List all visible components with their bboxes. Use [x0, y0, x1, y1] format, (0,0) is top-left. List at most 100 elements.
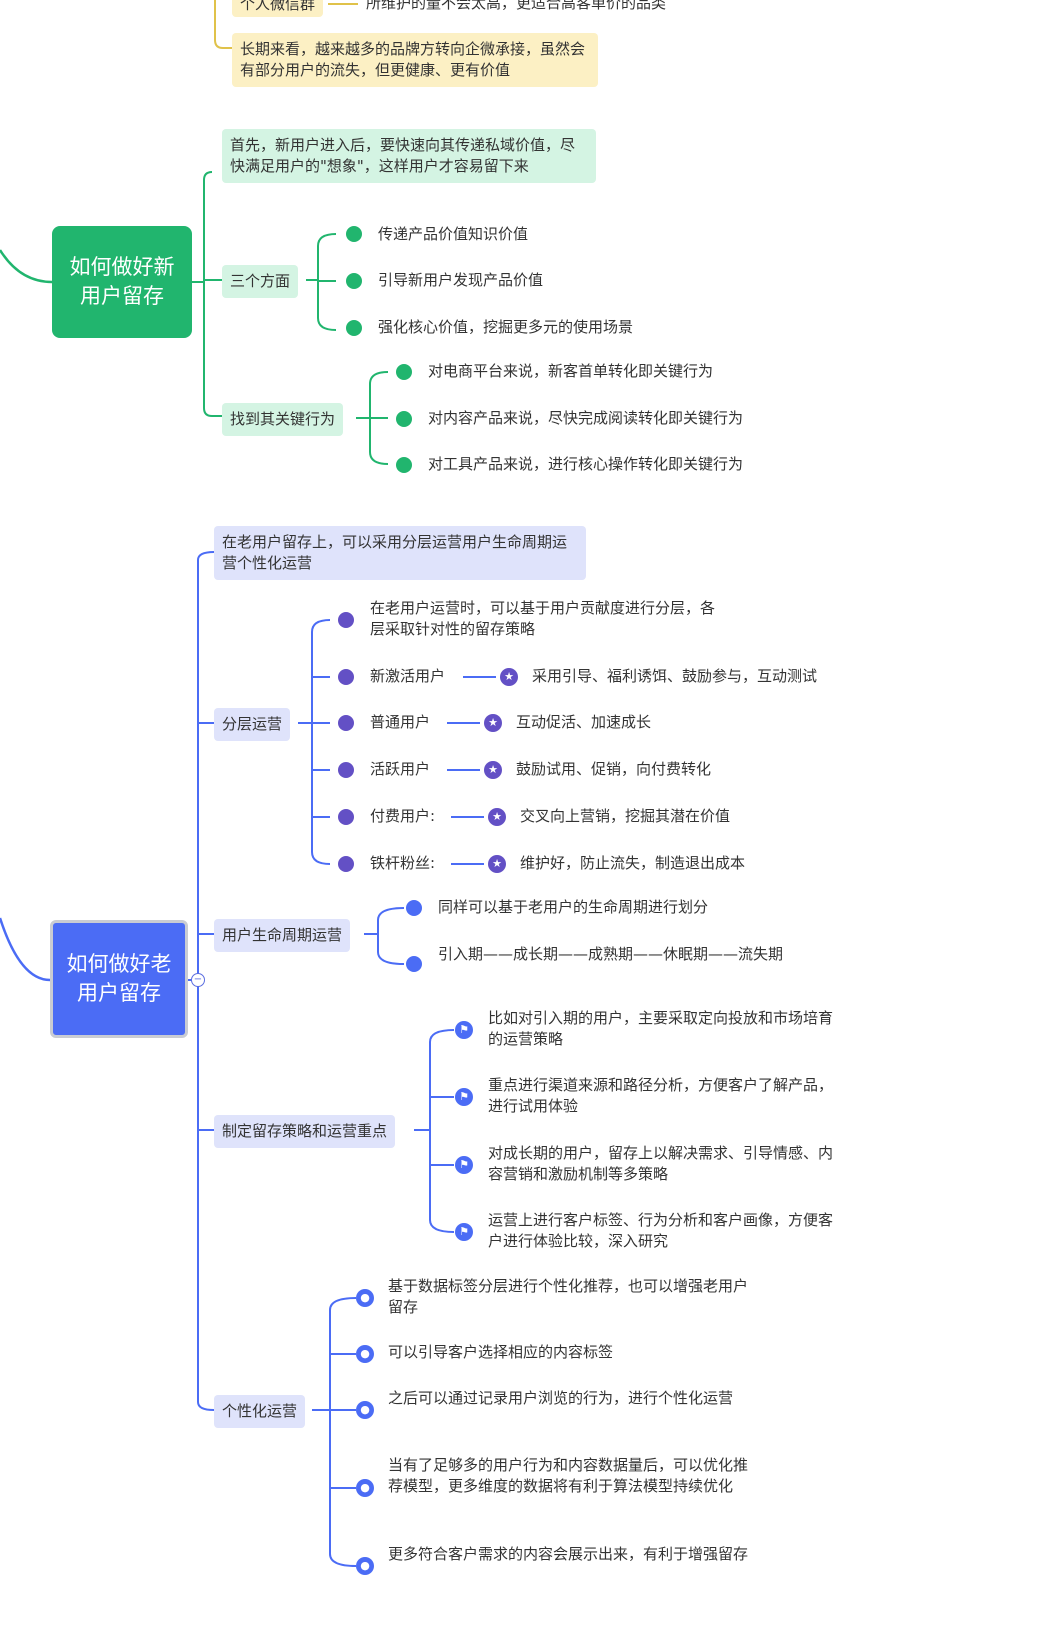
node-key-behavior[interactable]: 找到其关键行为: [222, 403, 344, 436]
layer-desc[interactable]: 互动促活、加速成长: [516, 712, 651, 733]
node-label: 所维护的量不会太高，更适合高客单价的品类: [366, 0, 667, 12]
bullet-dot: [346, 273, 362, 289]
strategy-item[interactable]: 运营上进行客户标签、行为分析和客户画像，方便客户进行体验比较，深入研究: [488, 1210, 844, 1252]
bullet-dot: [338, 809, 354, 825]
aspect-item[interactable]: 引导新用户发现产品价值: [378, 270, 543, 291]
node-longterm[interactable]: 长期来看，越来越多的品牌方转向企微承接，虽然会有部分用户的流失，但更健康、更有价…: [232, 33, 598, 87]
layer-desc[interactable]: 交叉向上营销，挖掘其潜在价值: [520, 806, 730, 827]
node-personal[interactable]: 个性化运营: [214, 1395, 306, 1428]
node-label: 比如对引入期的用户，主要采取定向投放和市场培育的运营策略: [488, 1009, 834, 1048]
user-icon: ●: [356, 1479, 374, 1497]
aspect-item[interactable]: 强化核心价值，挖掘更多元的使用场景: [378, 317, 633, 338]
strategy-item[interactable]: 比如对引入期的用户，主要采取定向投放和市场培育的运营策略: [488, 1008, 844, 1050]
node-label: 对成长期的用户，留存上以解决需求、引导情感、内容营销和激励机制等多策略: [488, 1144, 834, 1183]
node-label: 鼓励试用、促销，向付费转化: [516, 760, 712, 778]
node-layered[interactable]: 分层运营: [214, 708, 291, 741]
node-label: 制定留存策略和运营重点: [222, 1122, 388, 1140]
strategy-item[interactable]: 重点进行渠道来源和路径分析，方便客户了解产品，进行试用体验: [488, 1075, 844, 1117]
bullet-dot: [346, 226, 362, 242]
node-label: 在老用户留存上，可以采用分层运营用户生命周期运营个性化运营: [222, 533, 568, 572]
user-icon: ●: [356, 1401, 374, 1419]
bullet-dot: [396, 457, 412, 473]
node-label: 运营上进行客户标签、行为分析和客户画像，方便客户进行体验比较，深入研究: [488, 1211, 834, 1250]
bullet-dot: [346, 320, 362, 336]
bullet-dot: [338, 715, 354, 731]
user-icon: ●: [356, 1289, 374, 1307]
node-label: 找到其关键行为: [230, 410, 336, 428]
bullet-dot: [338, 762, 354, 778]
node-first[interactable]: 首先，新用户进入后，要快速向其传递私域价值，尽快满足用户的"想象"，这样用户才容…: [222, 129, 596, 183]
node-label: 对电商平台来说，新客首单转化即关键行为: [428, 362, 714, 380]
node-strategy[interactable]: 制定留存策略和运营重点: [214, 1115, 396, 1148]
node-label: 付费用户:: [370, 807, 436, 825]
root-new-user[interactable]: 如何做好新用户留存: [52, 226, 192, 338]
node-label: 维护好，防止流失，制造退出成本: [520, 854, 746, 872]
node-label: 个性化运营: [222, 1402, 298, 1420]
node-wechat-group[interactable]: 个人微信群: [232, 0, 324, 17]
user-icon: ●: [356, 1557, 374, 1575]
root-old-user[interactable]: 如何做好老用户留存: [50, 920, 188, 1038]
personal-item[interactable]: 当有了足够多的用户行为和内容数据量后，可以优化推荐模型，更多维度的数据将有利于算…: [388, 1455, 750, 1497]
root-label: 如何做好新用户留存: [69, 255, 175, 308]
node-wechat-desc[interactable]: 所维护的量不会太高，更适合高客单价的品类: [366, 0, 666, 14]
flag-icon: ⚑: [455, 1223, 473, 1241]
node-label: 引入期——成长期——成熟期——休眠期——流失期: [438, 945, 784, 963]
flag-icon: ⚑: [455, 1088, 473, 1106]
bullet-dot: [396, 364, 412, 380]
layer-desc[interactable]: 采用引导、福利诱饵、鼓励参与，互动测试: [532, 666, 817, 687]
node-label: 长期来看，越来越多的品牌方转向企微承接，虽然会有部分用户的流失，但更健康、更有价…: [240, 40, 586, 79]
node-label: 铁杆粉丝:: [370, 854, 436, 872]
behavior-item[interactable]: 对电商平台来说，新客首单转化即关键行为: [428, 361, 713, 382]
bullet-dot: [338, 856, 354, 872]
node-label: 当有了足够多的用户行为和内容数据量后，可以优化推荐模型，更多维度的数据将有利于算…: [388, 1456, 749, 1495]
layer-name[interactable]: 付费用户:: [370, 806, 435, 827]
node-label: 普通用户: [370, 713, 431, 731]
node-label: 交叉向上营销，挖掘其潜在价值: [520, 807, 731, 825]
node-label: 首先，新用户进入后，要快速向其传递私域价值，尽快满足用户的"想象"，这样用户才容…: [230, 136, 576, 175]
behavior-item[interactable]: 对内容产品来说，尽快完成阅读转化即关键行为: [428, 408, 743, 429]
bullet-dot: [406, 956, 422, 972]
node-old-intro[interactable]: 在老用户留存上，可以采用分层运营用户生命周期运营个性化运营: [214, 526, 586, 580]
lifecycle-item[interactable]: 引入期——成长期——成熟期——休眠期——流失期: [438, 944, 810, 965]
aspect-item[interactable]: 传递产品价值知识价值: [378, 224, 528, 245]
flag-icon: ⚑: [455, 1021, 473, 1039]
strategy-item[interactable]: 对成长期的用户，留存上以解决需求、引导情感、内容营销和激励机制等多策略: [488, 1143, 844, 1185]
node-label: 对内容产品来说，尽快完成阅读转化即关键行为: [428, 409, 744, 427]
node-label: 强化核心价值，挖掘更多元的使用场景: [378, 318, 634, 336]
layer-name[interactable]: 活跃用户: [370, 759, 430, 780]
layer-name[interactable]: 铁杆粉丝:: [370, 853, 435, 874]
collapse-toggle-icon[interactable]: −: [191, 973, 205, 987]
node-lifecycle[interactable]: 用户生命周期运营: [214, 919, 351, 952]
node-label: 新激活用户: [370, 667, 446, 685]
layer-name[interactable]: 普通用户: [370, 712, 430, 733]
node-three-aspects[interactable]: 三个方面: [222, 265, 299, 298]
personal-item[interactable]: 更多符合客户需求的内容会展示出来，有利于增强留存: [388, 1544, 750, 1565]
layer-desc[interactable]: 鼓励试用、促销，向付费转化: [516, 759, 711, 780]
star-icon: ★: [488, 808, 506, 826]
lifecycle-item[interactable]: 同样可以基于老用户的生命周期进行划分: [438, 897, 708, 918]
flag-icon: ⚑: [455, 1156, 473, 1174]
star-icon: ★: [484, 761, 502, 779]
personal-item[interactable]: 基于数据标签分层进行个性化推荐，也可以增强老用户留存: [388, 1276, 750, 1318]
node-label: 传递产品价值知识价值: [378, 225, 529, 243]
node-label: 采用引导、福利诱饵、鼓励参与，互动测试: [532, 667, 818, 685]
star-icon: ★: [488, 855, 506, 873]
star-icon: ★: [484, 714, 502, 732]
node-label: 之后可以通过记录用户浏览的行为，进行个性化运营: [388, 1389, 734, 1407]
layer-name[interactable]: 新激活用户: [370, 666, 445, 687]
personal-item[interactable]: 之后可以通过记录用户浏览的行为，进行个性化运营: [388, 1388, 750, 1409]
behavior-item[interactable]: 对工具产品来说，进行核心操作转化即关键行为: [428, 454, 743, 475]
layered-intro[interactable]: 在老用户运营时，可以基于用户贡献度进行分层，各层采取针对性的留存策略: [370, 598, 726, 640]
node-label: 可以引导客户选择相应的内容标签: [388, 1343, 614, 1361]
bullet-dot: [406, 900, 422, 916]
node-label: 个人微信群: [240, 0, 316, 13]
node-label: 在老用户运营时，可以基于用户贡献度进行分层，各层采取针对性的留存策略: [370, 599, 716, 638]
node-label: 对工具产品来说，进行核心操作转化即关键行为: [428, 455, 744, 473]
personal-item[interactable]: 可以引导客户选择相应的内容标签: [388, 1342, 750, 1363]
layer-desc[interactable]: 维护好，防止流失，制造退出成本: [520, 853, 745, 874]
user-icon: ●: [356, 1345, 374, 1363]
bullet-dot: [338, 669, 354, 685]
node-label: 用户生命周期运营: [222, 926, 343, 944]
bullet-dot: [338, 612, 354, 628]
